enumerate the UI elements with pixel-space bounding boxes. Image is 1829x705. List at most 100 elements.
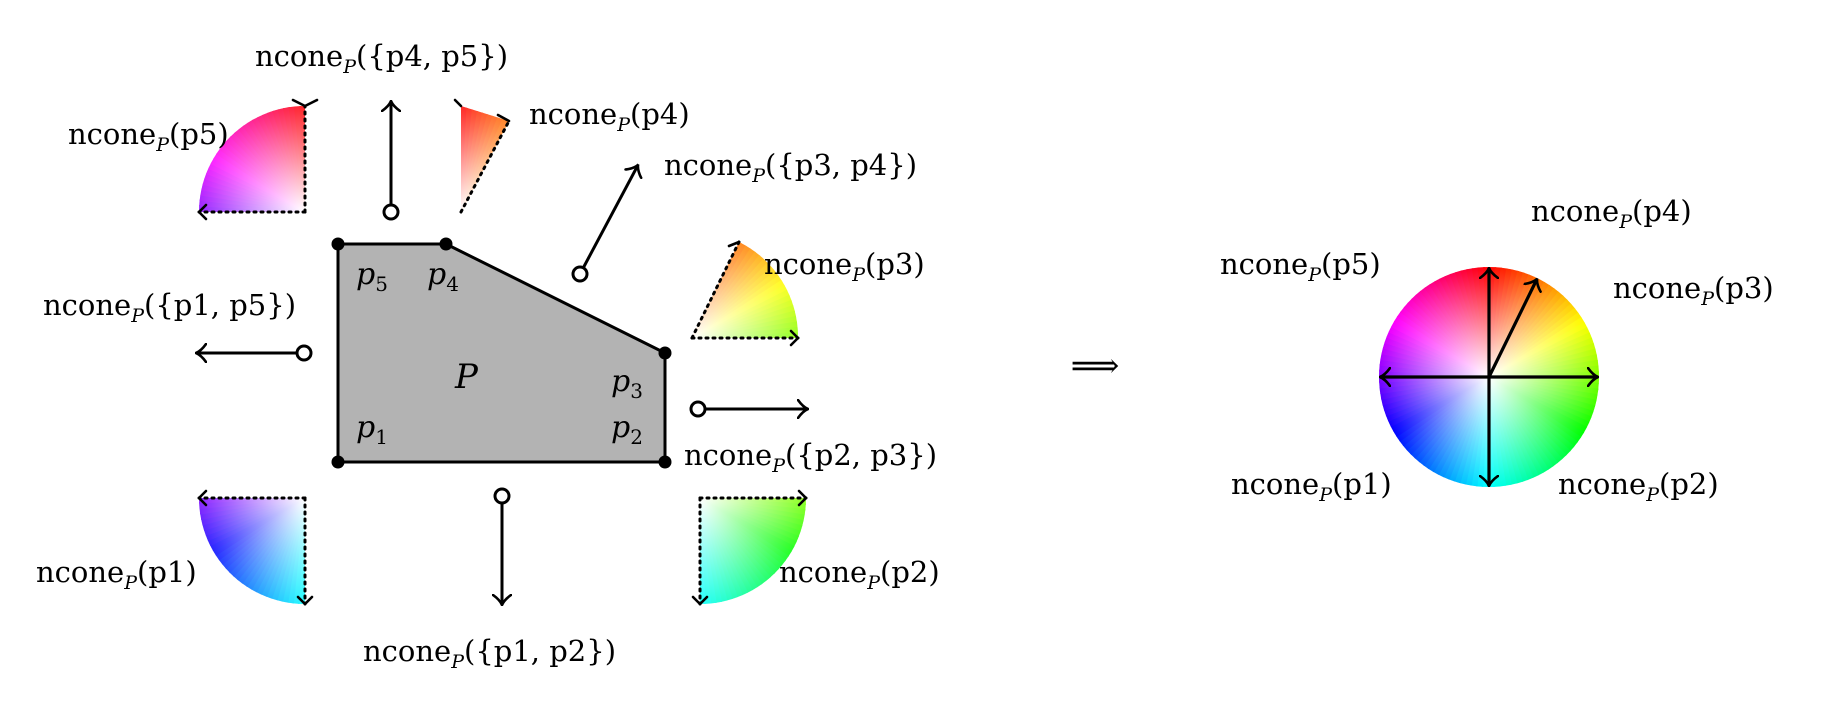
hue-wedge xyxy=(276,359,305,498)
cone-p5-ray-tip xyxy=(197,210,208,221)
vertex-p3-dot xyxy=(658,346,672,360)
hue-wedge xyxy=(700,365,752,498)
hue-wedge xyxy=(305,162,439,212)
hue-wedge xyxy=(174,439,305,498)
hue-wedge xyxy=(180,426,305,498)
cone-p1-ray-tip xyxy=(197,496,208,507)
hue-wedge xyxy=(562,467,700,498)
hue-wedge xyxy=(305,498,404,603)
hue-wedge xyxy=(635,207,692,338)
hue-wedge xyxy=(569,498,700,555)
cone-p5-ray-tip xyxy=(303,98,319,108)
hue-wedge xyxy=(217,384,305,498)
hue-wedge xyxy=(305,75,343,212)
hue-wedge xyxy=(678,359,700,498)
hue-wedge xyxy=(582,498,700,580)
hue-wedge xyxy=(593,233,692,338)
hue-wedge xyxy=(305,498,348,634)
hue-wedge xyxy=(692,338,825,390)
hue-wedge xyxy=(305,498,369,627)
hue-wedge xyxy=(461,212,594,264)
hue-wedge xyxy=(604,224,692,338)
hue-wedge xyxy=(305,183,444,212)
hue-wedge xyxy=(461,212,601,221)
hue-wedge xyxy=(283,359,305,498)
edge-normal-p1-p2-base xyxy=(493,487,511,505)
hue-wedge xyxy=(385,90,461,212)
hue-wedge xyxy=(418,76,461,212)
hue-wedge xyxy=(206,393,305,498)
wheel-label-ncone-p4: nconeP(p4) xyxy=(1531,194,1692,233)
cone-p2-ray-tip xyxy=(698,595,709,606)
hue-wedge xyxy=(357,112,461,212)
hue-wedge xyxy=(700,359,724,498)
hue-wedge xyxy=(700,363,745,498)
hue-wedge xyxy=(348,122,461,212)
hue-wedge xyxy=(201,398,305,498)
hue-wedge xyxy=(235,372,305,498)
hue-wedge xyxy=(305,359,329,498)
hue-wedge xyxy=(305,498,422,582)
hue-wedge xyxy=(267,212,305,349)
polygon-label: P xyxy=(454,357,479,397)
implies-arrow: ⟹ xyxy=(1071,346,1120,386)
hue-wedge xyxy=(571,498,700,562)
hue-wedge xyxy=(649,202,692,338)
hue-wedge xyxy=(610,220,692,338)
cone-p3-ray-tip xyxy=(789,336,800,347)
hue-wedge xyxy=(461,212,596,257)
hue-wedge xyxy=(305,498,320,638)
hue-white-center xyxy=(700,498,806,604)
wheel-edge-normal-p3-p4-arrow xyxy=(1487,279,1537,378)
hue-wedge xyxy=(344,128,461,212)
hue-wedge xyxy=(693,358,702,498)
hue-wedge xyxy=(248,367,305,498)
hue-wedge xyxy=(461,212,599,243)
hue-wedge xyxy=(305,498,445,507)
hue-wedge xyxy=(305,498,341,635)
hue-wedge xyxy=(446,72,461,212)
edge-normal-p3-p4-base xyxy=(571,265,589,283)
hue-wedge xyxy=(628,498,700,623)
hue-wedge xyxy=(373,98,461,212)
hue-wedge xyxy=(685,358,700,498)
hue-wedge xyxy=(305,498,436,557)
hue-wedge xyxy=(664,361,700,498)
hue-wedge xyxy=(305,118,415,212)
hue-wedge xyxy=(330,153,461,212)
hue-wedge xyxy=(367,102,461,212)
hue-wedge xyxy=(461,197,509,212)
hue-wedge xyxy=(692,338,827,383)
hue-wedge xyxy=(165,481,305,498)
hue-wedge xyxy=(663,199,692,338)
hue-wedge xyxy=(622,212,692,338)
vertex-p1-dot xyxy=(331,455,345,469)
hue-wedge xyxy=(269,361,305,498)
hue-wedge xyxy=(560,489,700,498)
hue-wedge xyxy=(461,212,601,229)
hue-wedge xyxy=(305,155,436,212)
vertex-label-p5: p5 xyxy=(356,257,388,296)
label-ncone-edge-p3-p4: nconeP({p3, p4}) xyxy=(664,148,917,187)
hue-wedge xyxy=(305,498,430,570)
hue-wedge xyxy=(229,376,305,498)
hue-wedge xyxy=(404,81,461,212)
hue-wedge xyxy=(648,498,700,631)
hue-wedge xyxy=(305,197,445,212)
hue-wedge xyxy=(461,175,509,212)
hue-wedge xyxy=(700,360,731,498)
hue-wedge xyxy=(692,338,830,369)
cone-p5-ray-tip xyxy=(291,98,307,108)
hue-wedge xyxy=(241,369,305,498)
edge-normal-p4-p5-base xyxy=(382,203,400,221)
hue-wedge xyxy=(333,147,461,212)
hue-wedge xyxy=(305,79,357,212)
label-ncone-p3: nconeP(p3) xyxy=(764,247,925,286)
hue-wedge xyxy=(305,124,419,212)
hue-wedge xyxy=(305,212,443,243)
hue-wedge xyxy=(305,130,423,212)
hue-wedge xyxy=(671,359,700,498)
hue-wedge xyxy=(305,498,375,624)
hue-wedge xyxy=(397,83,461,212)
hue-wedge xyxy=(305,476,444,498)
